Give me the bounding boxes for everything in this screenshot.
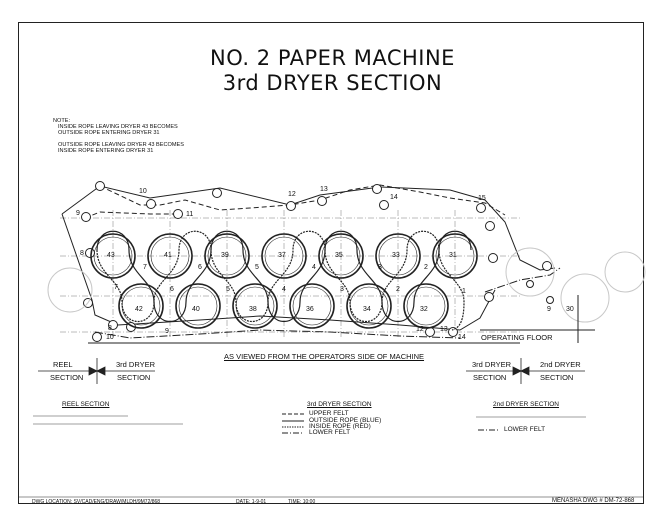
roll-label-13: 13 [320,186,328,193]
dryer-label-36: 36 [306,306,314,313]
legend-item-upper-felt: UPPER FELT [309,410,349,417]
roll-label-12: 12 [288,191,296,198]
dryer-label-38: 38 [249,306,257,313]
dryer-label-33: 33 [392,252,400,259]
legend-line-samples [282,413,500,434]
bottom-dryers [118,283,449,329]
second-dryer-right-section-word: SECTION [540,373,574,382]
reel-label: REEL [53,360,73,369]
upper-felt-path [84,184,506,219]
roll-label-15: 15 [478,195,486,202]
drawing-border [18,22,644,504]
top-dryers [90,233,478,279]
third-dryer-left-section-word: SECTION [117,373,151,382]
roll-label-8-left: 8 [80,250,84,257]
dryer-label-37: 37 [278,252,286,259]
operating-floor-label: OPERATING FLOOR [481,333,553,342]
note-line-1: INSIDE ROPE LEAVING DRYER 43 BECOMES [58,124,178,130]
roll-label-9-lower: 9 [165,328,169,335]
roll-label-9-right: 9 [547,306,551,313]
roll-label-6-bottom: 6 [170,286,174,293]
roll-label-4-top: 4 [312,264,316,271]
note-line-2: OUTSIDE ROPE ENTERING DRYER 31 [58,130,160,136]
roll-label-9-left: 9 [76,210,80,217]
legend-reel-faded-line-2 [33,423,183,425]
roll-label-14-lower: 14 [458,334,466,341]
third-dryer-right-label: 3rd DRYER [472,360,512,369]
rope-serpentine [96,230,472,331]
reel-section-word: SECTION [50,373,84,382]
roll-label-7-bottom: 7 [114,284,118,291]
lower-felt-path [94,267,561,339]
roll-label-5-top: 5 [255,264,259,271]
roll-label-5-bottom: 5 [226,286,230,293]
top-dryers-inner [93,236,475,276]
roll-label-13-lower: 13 [440,326,448,333]
operating-floor-line [88,295,595,344]
footer-location: DWG LOCATION: SV/CAD/ENG/DRAW/MLDH/9M72/… [32,499,161,505]
roll-label-11: 11 [186,211,194,218]
note-heading: NOTE: [53,118,71,124]
note-line-4: OUTSIDE ROPE LEAVING DRYER 43 BECOMES [58,142,184,148]
roll-label-1-bottom: 1 [462,288,466,295]
adjacent-section-ghost [47,247,646,323]
note-line-5: INSIDE ROPE ENTERING DRYER 31 [58,148,154,154]
roll-label-8-lower: 8 [108,325,112,332]
bottom-dryers-inner [121,286,446,326]
dryer-label-39: 39 [221,252,229,259]
dryer-label-43: 43 [107,252,115,259]
footer-date: DATE: 1-9-01 [236,499,267,505]
footer-time: TIME: 10:00 [288,499,316,505]
legend-second-item-lower-felt: LOWER FELT [504,426,546,433]
third-dryer-right-section-word: SECTION [473,373,507,382]
roll-label-3-bottom: 3 [340,286,344,293]
felt-rolls [81,181,554,342]
legend-reel-heading: REEL SECTION [62,401,110,408]
roll-label-2-top: 2 [424,264,428,271]
roll-label-30-right: 30 [566,306,574,313]
legend-reel-faded-line-1 [33,415,128,417]
view-orientation-label: AS VIEWED FROM THE OPERATORS SIDE OF MAC… [224,352,425,361]
legend-item-inside-rope: INSIDE ROPE (RED) [309,423,371,430]
roll-label-6-top: 6 [198,264,202,271]
third-dryer-left-label: 3rd DRYER [116,360,156,369]
section-markers [38,358,585,384]
dryer-label-41: 41 [164,252,172,259]
dryer-label-31: 31 [449,252,457,259]
dryer-label-42: 42 [135,306,143,313]
title-line-1: NO. 2 PAPER MACHINE [210,46,455,70]
roll-label-12-lower: 12 [416,326,424,333]
legend-item-outside-rope: OUTSIDE ROPE (BLUE) [309,417,382,424]
roll-label-7-top: 7 [143,264,147,271]
roll-label-3-top: 3 [378,264,382,271]
roll-label-2-bottom: 2 [396,286,400,293]
title-line-2: 3rd DRYER SECTION [222,71,443,95]
legend-second-heading: 2nd DRYER SECTION [493,401,559,408]
footer-drawing-number: MENASHA DWG # DM-72-868 [552,498,635,504]
dryer-label-40: 40 [192,306,200,313]
dryer-label-32: 32 [420,306,428,313]
dryer-label-35: 35 [335,252,343,259]
legend-second-faded-line [476,416,586,418]
roll-label-14: 14 [390,194,398,201]
grid-lines [60,210,520,338]
roll-label-10: 10 [139,188,147,195]
second-dryer-right-label: 2nd DRYER [540,360,581,369]
legend-item-lower-felt: LOWER FELT [309,429,351,436]
dryer-label-34: 34 [363,306,371,313]
roll-label-10-lower: 10 [106,334,114,341]
roll-label-4-bottom: 4 [282,286,286,293]
legend-third-heading: 3rd DRYER SECTION [307,401,372,408]
